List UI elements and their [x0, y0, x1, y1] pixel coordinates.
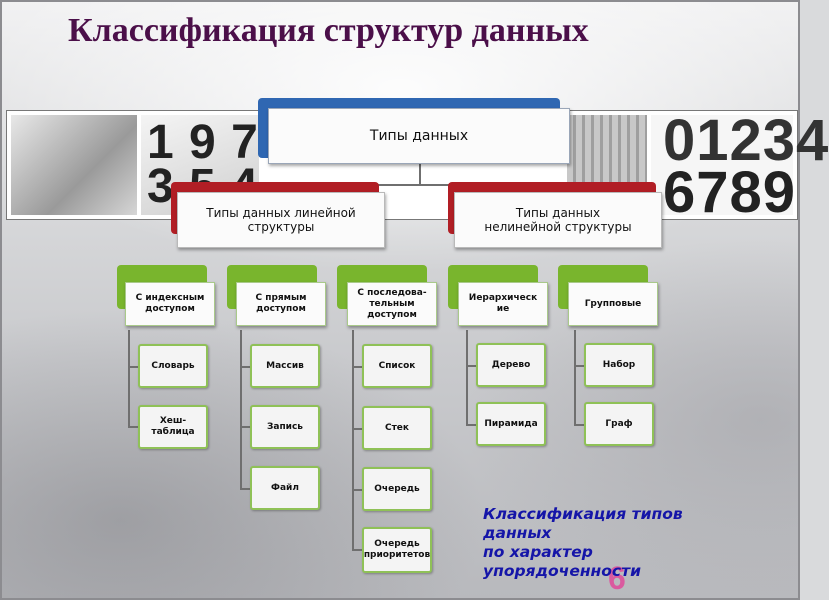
leaf-label: Граф — [605, 418, 633, 429]
root-node-label: Типы данных — [369, 128, 469, 144]
leaf-label: Набор — [602, 359, 636, 370]
direct-access-label: С прямым — [255, 293, 307, 303]
leaf-tree: Дерево — [476, 343, 546, 387]
nonlinear-structure-node: Типы данных нелинейной структуры — [454, 192, 662, 248]
leaf-label: Массив — [266, 360, 304, 371]
connector — [352, 549, 362, 551]
connector — [240, 426, 250, 428]
hierarchical-node: Иерархическ ие — [458, 282, 548, 326]
leaf-label: Очередь — [374, 483, 420, 494]
connector — [466, 330, 468, 424]
digits-right-decor: 01234 6789 — [663, 108, 829, 225]
direct-access-label: доступом — [256, 304, 306, 314]
leaf-record: Запись — [250, 405, 320, 449]
leaf-label: Дерево — [491, 359, 531, 370]
indexed-access-label: С индексным — [135, 293, 205, 303]
sequential-access-label: доступом — [367, 309, 417, 320]
connector — [466, 365, 476, 367]
leaf-label: приоритетов — [363, 550, 431, 560]
leaf-graph: Граф — [584, 402, 654, 446]
connector — [352, 428, 362, 430]
group-types-label: Групповые — [584, 298, 642, 309]
connector — [276, 184, 558, 186]
leaf-label: Хеш-таблица — [151, 416, 195, 437]
nonlinear-structure-label: нелинейной структуры — [484, 220, 632, 234]
leaf-label: Список — [378, 360, 416, 371]
leaf-label: Пирамида — [484, 418, 538, 429]
caption-line: данных — [483, 524, 552, 542]
leaf-label: Очередь — [374, 539, 420, 549]
linear-structure-label: Типы данных линейной — [206, 206, 356, 220]
linear-structure-node: Типы данных линейной структуры — [177, 192, 385, 248]
connector — [574, 330, 576, 424]
connector — [240, 366, 250, 368]
sequential-access-label: тельным — [369, 298, 415, 309]
photo-documents-image — [11, 115, 137, 215]
slide-title: Классификация структур данных — [68, 12, 589, 49]
connector — [466, 424, 476, 426]
linear-structure-label: структуры — [247, 220, 315, 234]
leaf-queue: Очередь — [362, 467, 432, 511]
leaf-dictionary: Словарь — [138, 344, 208, 388]
leaf-priority-queue: Очередь приоритетов — [362, 527, 432, 573]
caption-line: упорядоченности — [483, 562, 641, 580]
leaf-hash-table: Хеш-таблица — [138, 405, 208, 449]
leaf-set: Набор — [584, 343, 654, 387]
leaf-label: Словарь — [151, 360, 195, 371]
leaf-label: Файл — [271, 482, 299, 493]
connector — [574, 365, 584, 367]
direct-access-node: С прямым доступом — [236, 282, 326, 326]
connector — [240, 330, 242, 488]
slide-frame — [0, 0, 800, 600]
connector — [574, 424, 584, 426]
connector — [240, 488, 250, 490]
connector — [352, 330, 354, 550]
leaf-label: Запись — [266, 421, 304, 432]
photo-digits-right-image: 01234 6789 — [651, 112, 828, 222]
connector — [352, 366, 362, 368]
connector — [352, 489, 362, 491]
sequential-access-node: С последова- тельным доступом — [347, 282, 437, 326]
leaf-file: Файл — [250, 466, 320, 510]
caption-line: Классификация типов — [483, 505, 683, 523]
group-types-node: Групповые — [568, 282, 658, 326]
connector — [128, 366, 138, 368]
indexed-access-node: С индексным доступом — [125, 282, 215, 326]
indexed-access-label: доступом — [145, 304, 195, 314]
hierarchical-label: ие — [496, 304, 510, 314]
connector — [419, 164, 421, 184]
leaf-array: Массив — [250, 344, 320, 388]
nonlinear-structure-label: Типы данных — [515, 206, 601, 220]
leaf-list: Список — [362, 344, 432, 388]
root-node: Типы данных — [268, 108, 570, 164]
page-number: 6 — [608, 560, 626, 596]
caption-line: по характер — [483, 543, 593, 561]
connector — [128, 330, 130, 426]
connector — [128, 426, 138, 428]
leaf-heap: Пирамида — [476, 402, 546, 446]
leaf-label: Стек — [384, 422, 410, 433]
caption-text: Классификация типов данных по характер у… — [483, 505, 773, 581]
hierarchical-label: Иерархическ — [468, 293, 538, 303]
leaf-stack: Стек — [362, 406, 432, 450]
sequential-access-label: С последова- — [357, 287, 427, 298]
